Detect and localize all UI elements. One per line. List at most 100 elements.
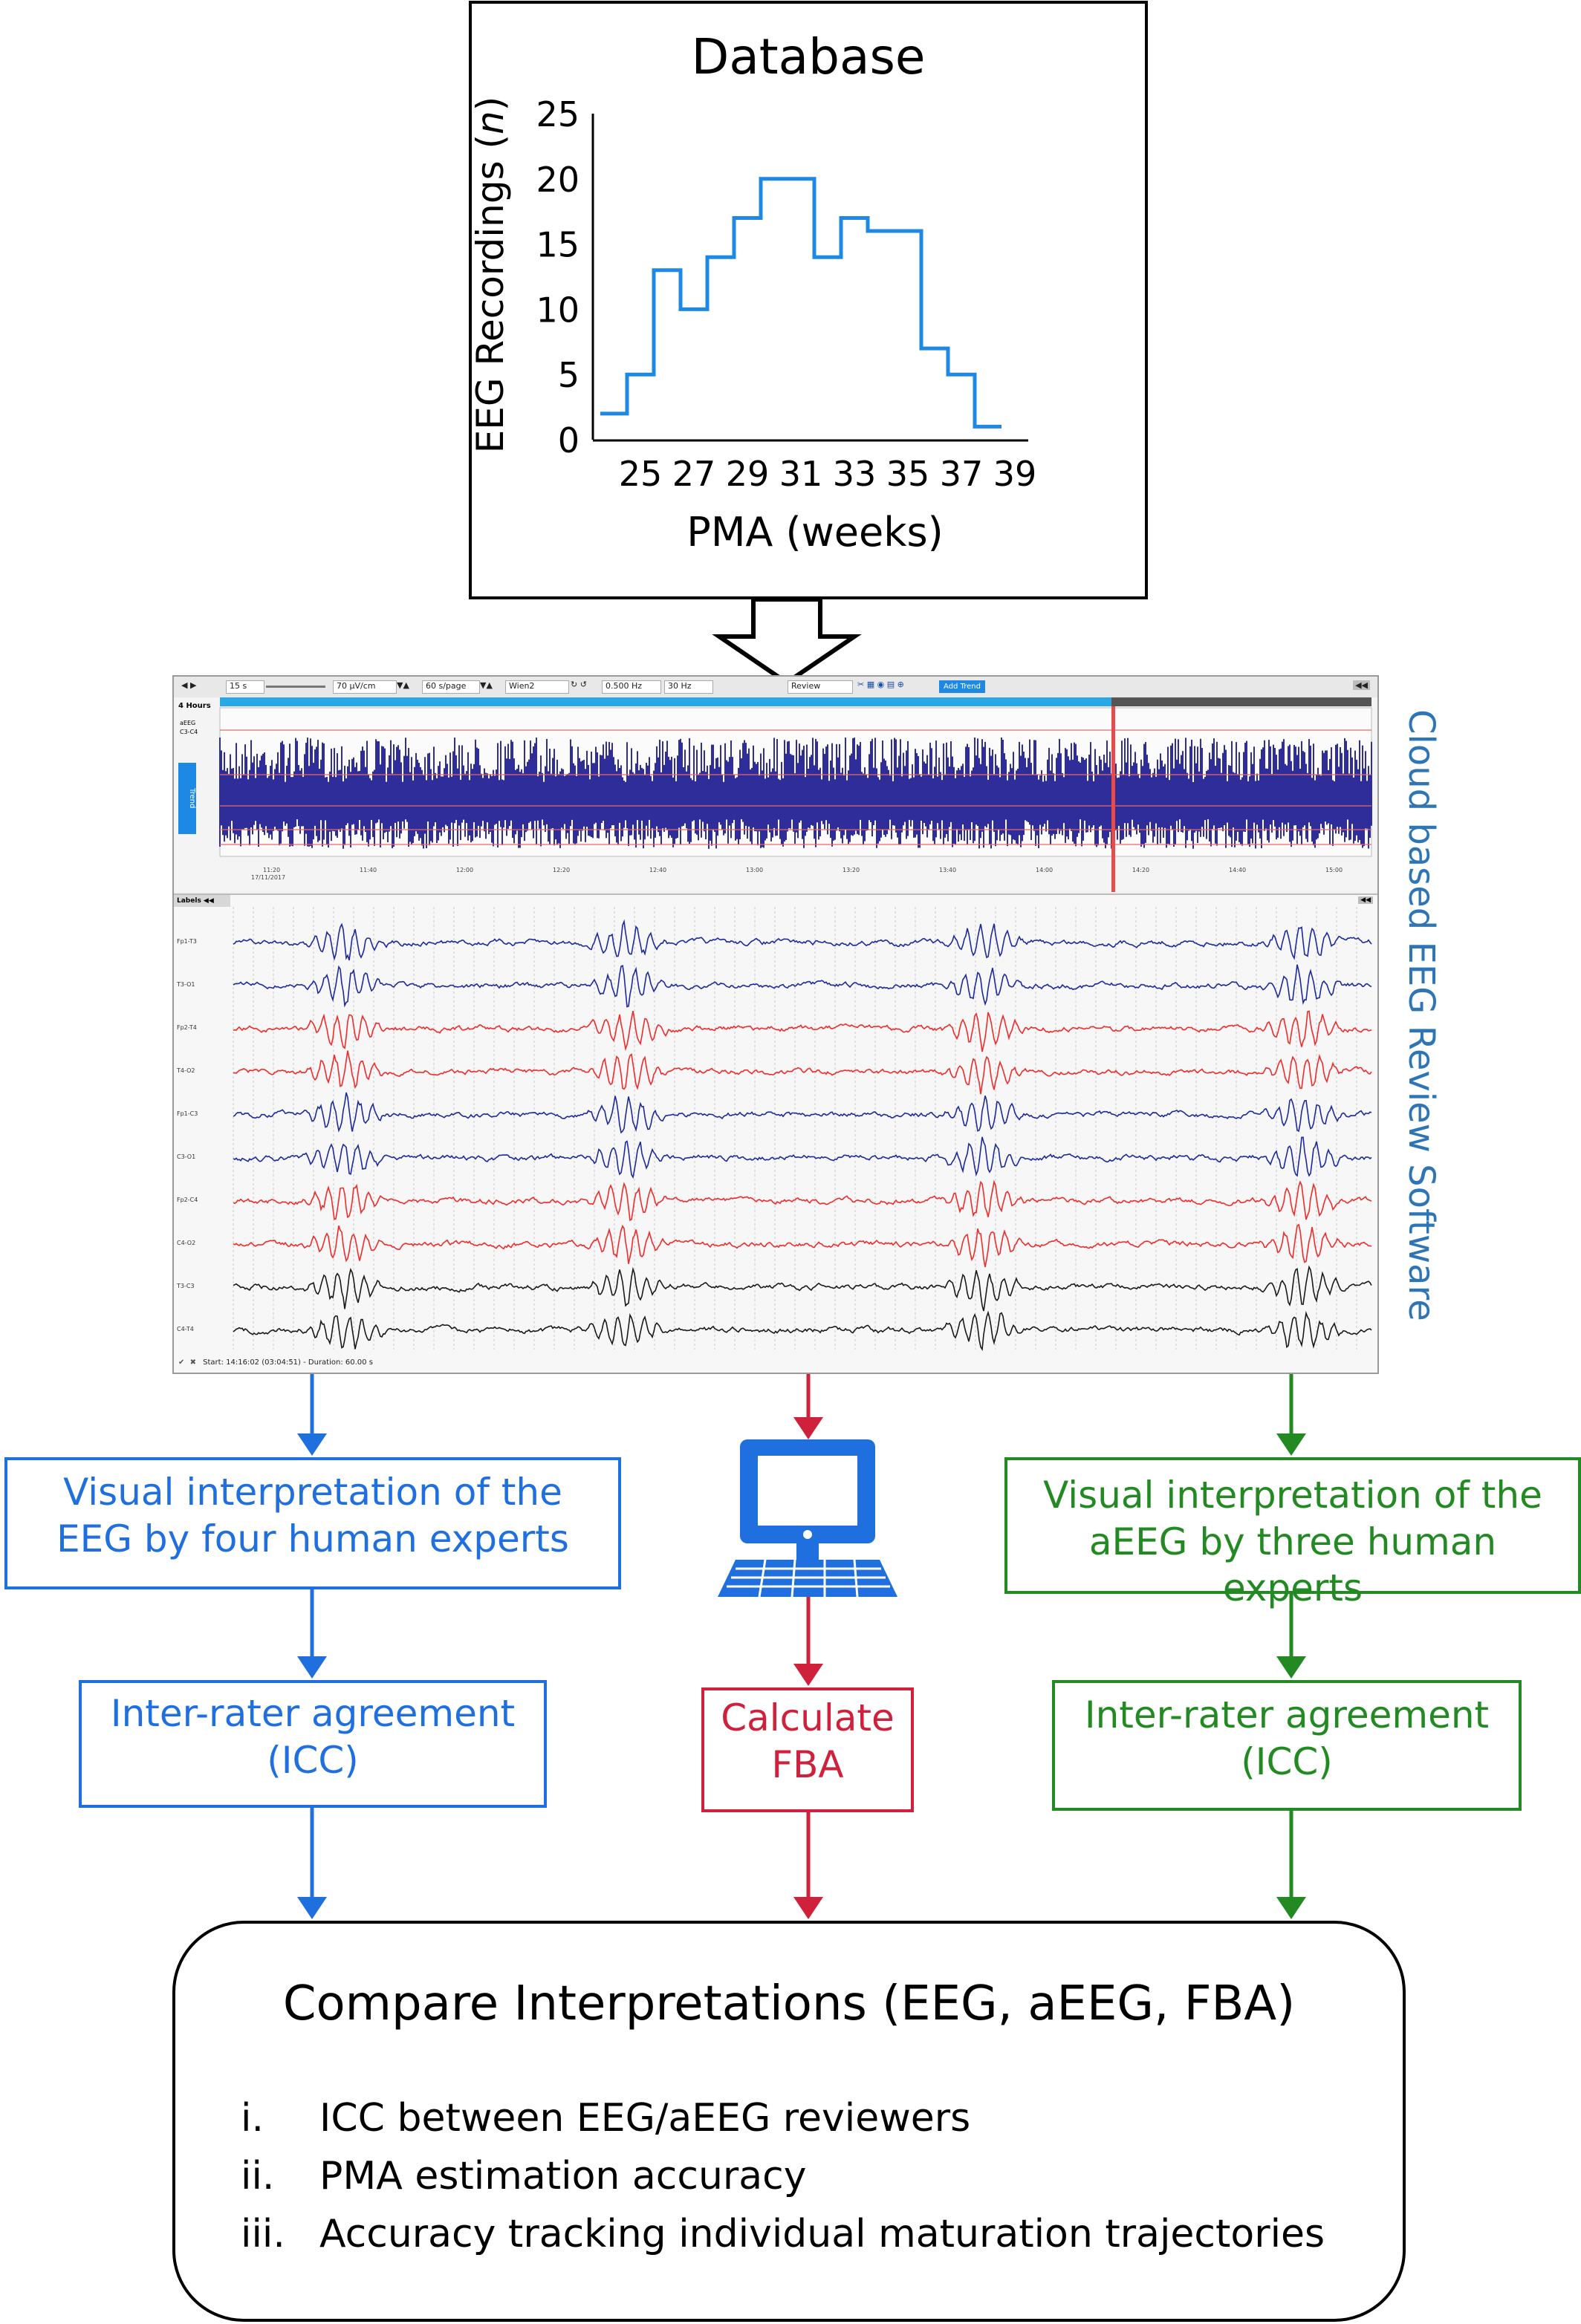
trend-time-tick: 14:00	[1036, 867, 1054, 873]
eeg-trace	[233, 1136, 1372, 1179]
aeeg-agreement-box	[1052, 1680, 1522, 1811]
labels-header-text: Labels	[177, 897, 201, 905]
eeg-collapse-icon[interactable]: ◀◀	[1358, 896, 1373, 904]
compare-item: i.ICC between EEG/aEEG reviewers	[223, 2096, 1382, 2154]
eeg-trace	[233, 1092, 1372, 1134]
trend-time-tick: 12:00	[456, 867, 474, 873]
collapse-icon[interactable]: ◀◀	[1353, 680, 1370, 690]
eeg-interpretation-box	[4, 1457, 621, 1589]
eeg-traces	[233, 907, 1372, 1352]
trend-duration-label: 4 Hours	[178, 702, 211, 710]
left-arrowheads	[297, 1433, 327, 1919]
compare-item-text: Accuracy tracking individual maturation …	[319, 2212, 1325, 2256]
play-back-icon[interactable]: ◀ ▶	[181, 680, 197, 690]
trend-time-tick: 14:20	[1132, 867, 1150, 873]
speed-select[interactable]: 15 s	[226, 680, 264, 694]
tools-icons[interactable]: ✂ ▦ ◉ ▤ ⊕	[857, 680, 904, 689]
histogram-y-tick: 0	[558, 420, 580, 460]
eeg-trace	[233, 1179, 1372, 1222]
channel-label: Fp2-C4	[177, 1197, 198, 1203]
channel-label: T3-O1	[177, 981, 195, 988]
eeg-software-screenshot: ◀ ▶ 15 s 70 µV/cm ▼▲ 60 s/page ▼▲ Wien2 …	[172, 675, 1379, 1374]
eeg-agreement-box	[79, 1680, 547, 1808]
histogram-y-tick: 20	[536, 160, 580, 200]
trend-time-tick: 11:20	[263, 867, 281, 873]
lowcut-select[interactable]: 0.500 Hz	[602, 680, 661, 694]
compare-item-text: PMA estimation accuracy	[319, 2154, 807, 2198]
trend-time-tick: 13:00	[746, 867, 764, 873]
calculate-fba-text: Calculate FBA	[721, 1696, 895, 1786]
compare-item-text: ICC between EEG/aEEG reviewers	[319, 2096, 971, 2141]
channel-label: C3-O1	[177, 1153, 196, 1160]
trend-series-label: aEEG	[180, 720, 196, 726]
channel-label: C4-T4	[177, 1326, 194, 1332]
compare-item-num: ii.	[241, 2154, 275, 2198]
montage-select[interactable]: Wien2	[505, 680, 569, 694]
add-trend-button[interactable]: Add Trend	[939, 680, 985, 693]
trend-cursor	[1111, 706, 1115, 892]
eeg-trace	[233, 1050, 1372, 1095]
page-arrows-icon[interactable]: ▼▲	[480, 680, 493, 690]
compare-title: Compare Interpretations (EEG, aEEG, FBA)	[282, 1976, 1296, 2031]
reject-icon[interactable]: ✖	[189, 1358, 196, 1367]
histogram-x-tick: 31	[779, 454, 823, 494]
channel-label: T4-O2	[177, 1067, 195, 1074]
refresh-icon[interactable]: ↻ ↺	[571, 680, 587, 689]
status-text: Start: 14:16:02 (03:04:51) - Duration: 6…	[203, 1358, 373, 1367]
eeg-trace	[233, 1223, 1372, 1268]
highcut-select[interactable]: 30 Hz	[664, 680, 713, 694]
trend-time-tick: 14:40	[1229, 867, 1247, 873]
aeeg-interpretation-box	[1004, 1457, 1581, 1594]
histogram-y-tick: 5	[558, 355, 580, 395]
database-title: Database	[691, 28, 926, 85]
eeg-status-bar: ✔ ✖ Start: 14:16:02 (03:04:51) - Duratio…	[174, 1354, 1377, 1372]
histogram-y-tick: 15	[536, 225, 580, 265]
trend-time-tick: 12:20	[553, 867, 571, 873]
calculate-fba-box	[701, 1687, 914, 1812]
channel-label: C4-O2	[177, 1240, 196, 1246]
accept-icon[interactable]: ✔	[178, 1358, 185, 1367]
histogram-x-tick: 27	[672, 454, 716, 494]
channel-label: T3-C3	[177, 1283, 195, 1289]
big-down-arrow	[712, 597, 862, 686]
aeeg-band	[219, 738, 1372, 849]
eeg-trace	[233, 919, 1372, 961]
trend-time-tick: 12:40	[649, 867, 667, 873]
eeg-agreement-text: Inter-rater agreement (ICC)	[110, 1692, 516, 1782]
histogram-x-label: PMA (weeks)	[686, 509, 943, 556]
eeg-interpretation-text: Visual interpretation of the EEG by four…	[56, 1471, 569, 1560]
histogram-x-tick: 39	[993, 454, 1037, 494]
mode-select[interactable]: Review	[788, 680, 853, 694]
sensitivity-select[interactable]: 70 µV/cm	[333, 680, 397, 694]
histogram-x-tick: 29	[726, 454, 770, 494]
channel-label: Fp1-C3	[177, 1110, 198, 1117]
histogram-y-tick: 25	[536, 94, 580, 134]
sensitivity-arrows-icon[interactable]: ▼▲	[397, 680, 409, 690]
aeeg-interpretation-text: Visual interpretation of the aEEG by thr…	[1043, 1474, 1542, 1609]
compare-item-num: iii.	[241, 2212, 285, 2256]
page-select[interactable]: 60 s/page	[422, 680, 480, 694]
trend-progress-bar	[220, 697, 1111, 706]
trend-side-tab-label: Trend	[188, 788, 196, 809]
histogram-y-label: EEG Recordings (n)	[469, 97, 512, 454]
zoom-slider[interactable]	[266, 686, 325, 688]
eeg-trace	[233, 1310, 1372, 1352]
computer-icon	[718, 1439, 897, 1598]
channel-label: Fp1-T3	[177, 938, 197, 945]
trend-time-tick: 11:40	[360, 867, 377, 873]
channel-label: Fp2-T4	[177, 1024, 197, 1031]
trend-side-tab[interactable]: Trend	[178, 763, 196, 834]
right-arrowheads	[1276, 1433, 1306, 1919]
trend-remaining-bar	[1111, 697, 1371, 706]
eeg-trace	[233, 1265, 1372, 1312]
histogram-x-tick: 35	[886, 454, 930, 494]
labels-header[interactable]: Labels ◀◀	[174, 895, 230, 907]
trend-time-tick: 13:40	[939, 867, 957, 873]
histogram-x-tick: 37	[940, 454, 984, 494]
